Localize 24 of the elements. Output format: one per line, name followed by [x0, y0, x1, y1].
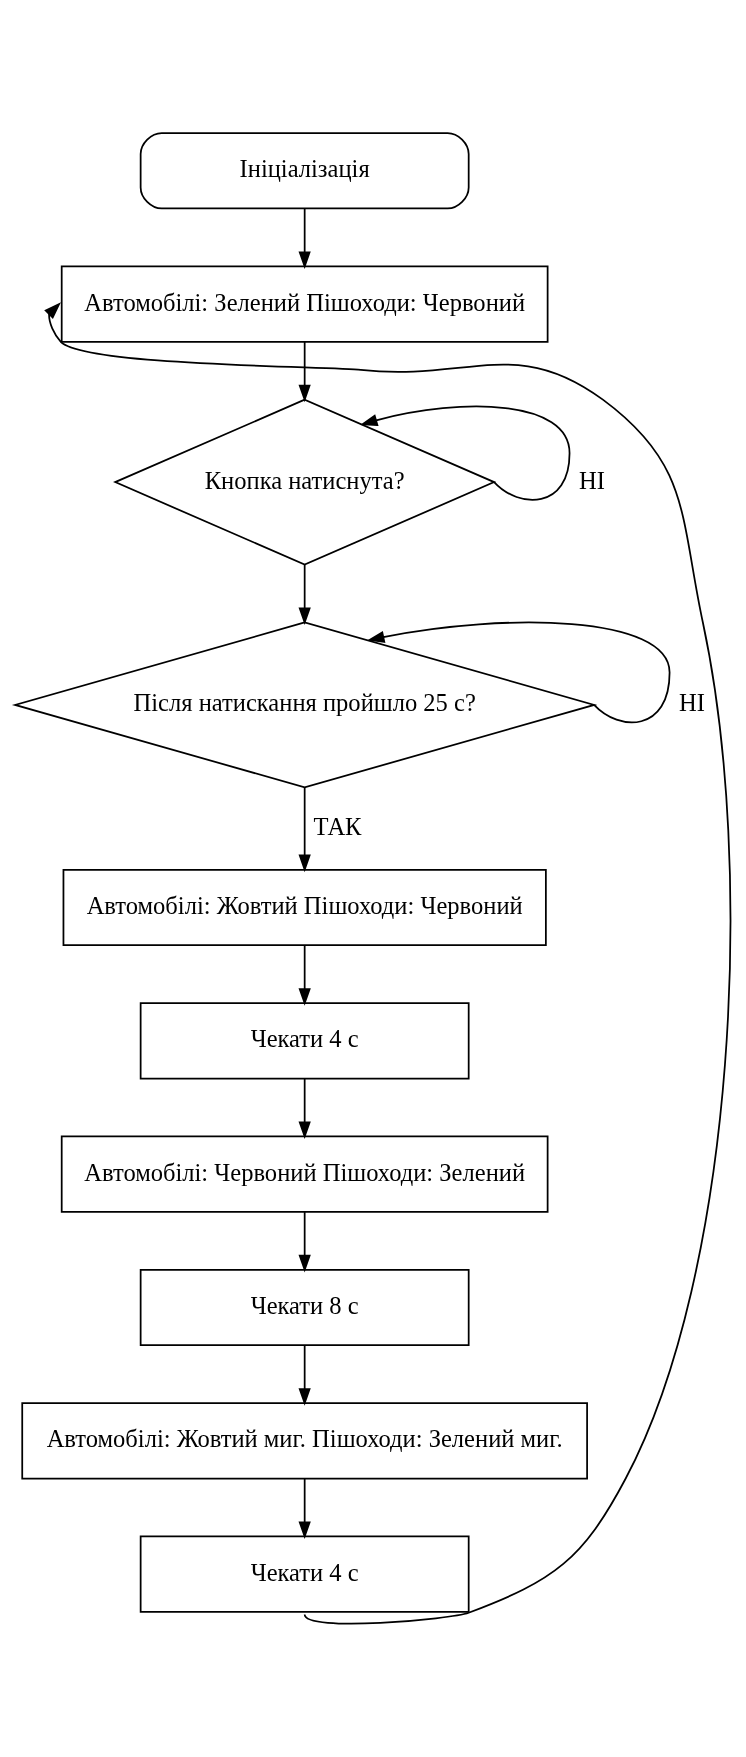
arrow	[298, 564, 311, 626]
arrow	[298, 944, 311, 1006]
arrow	[298, 1344, 311, 1406]
edge-label: НІ	[578, 466, 605, 494]
node-box: Чекати 4 с	[139, 1535, 470, 1613]
node-box: Ініціалізація	[139, 132, 470, 210]
node-diamond: Після натискання пройшло 25 с?	[11, 621, 598, 789]
arrow	[298, 1477, 311, 1540]
arrow	[298, 207, 311, 269]
edge-label: НІ	[679, 689, 705, 717]
node-box: Автомобілі: Жовтий миг. Пішоходи: Зелений миг.	[21, 1402, 588, 1480]
edge-label: ТАК	[313, 813, 362, 841]
node-box: Чекати 8 с	[139, 1268, 470, 1347]
arrow	[298, 341, 311, 403]
node-diamond: Кнопка натиснута?	[113, 398, 497, 566]
node-box: Автомобілі: Червоний Пішоходи: Зелений	[60, 1135, 549, 1213]
arrow	[298, 1077, 311, 1140]
arrow	[298, 1211, 311, 1273]
node-box: Автомобілі: Зелений Пішоходи: Червоний	[60, 265, 549, 343]
node-box: Автомобілі: Жовтий Пішоходи: Червоний	[62, 868, 547, 947]
arrow	[366, 621, 671, 724]
node-box: Чекати 4 с	[139, 1002, 470, 1080]
arrow	[360, 405, 571, 501]
arrow	[298, 786, 311, 873]
